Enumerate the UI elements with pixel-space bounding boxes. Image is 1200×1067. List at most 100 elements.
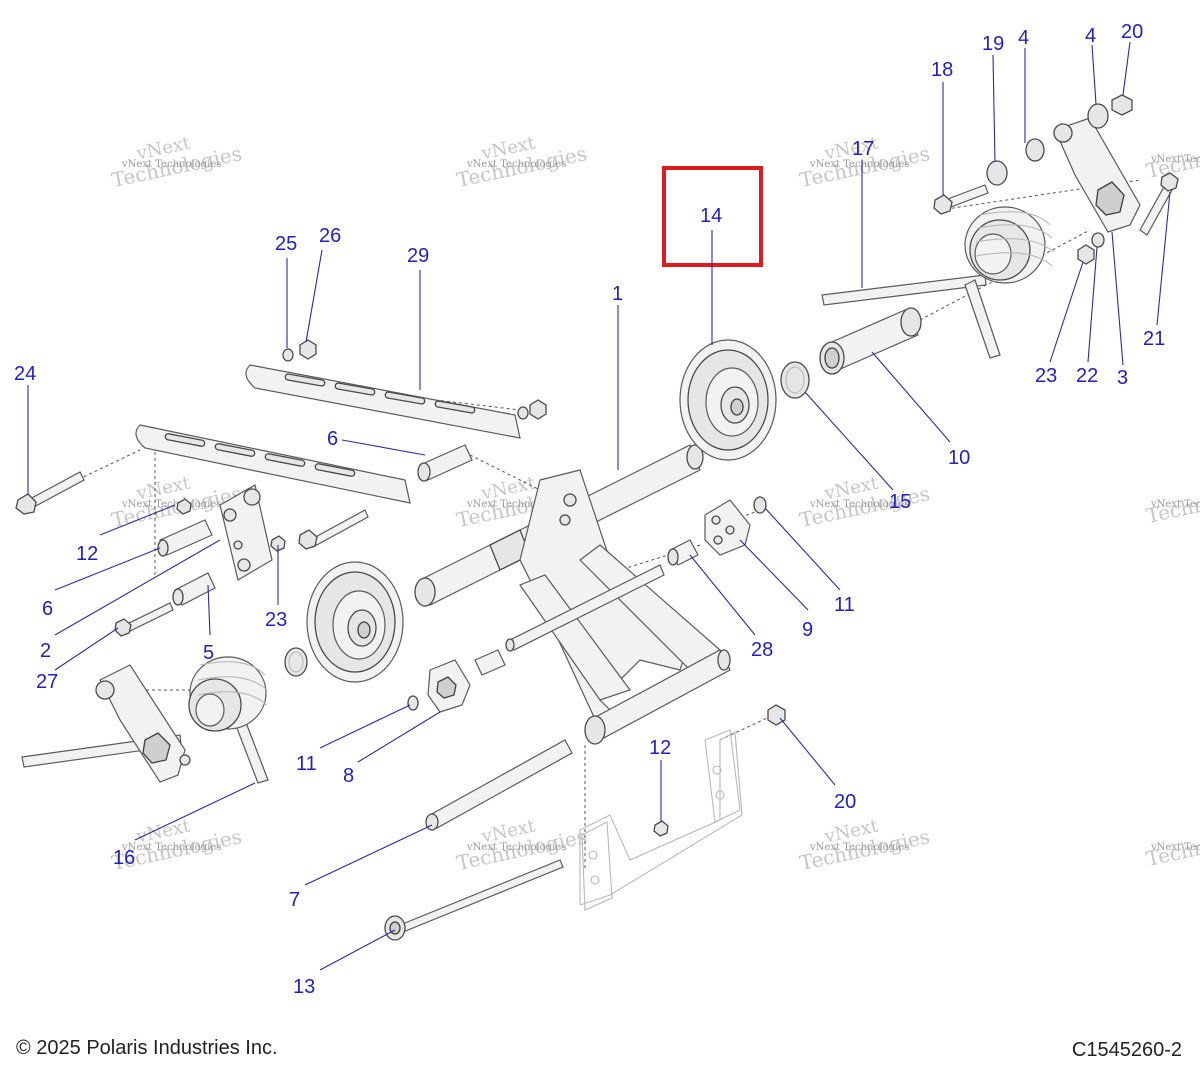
small-bolt xyxy=(653,820,669,837)
chassis-bracket-ghost xyxy=(579,729,743,911)
callout-12[interactable]: 12 xyxy=(649,737,671,759)
svg-text:vNext Technologies: vNext Technologies xyxy=(466,159,566,170)
spacer-upper xyxy=(417,444,473,482)
bushing xyxy=(1025,138,1045,162)
callout-5[interactable]: 5 xyxy=(203,642,214,664)
watermark: Technologies vNext Technologies xyxy=(1144,820,1200,871)
callout-6[interactable]: 6 xyxy=(42,598,53,620)
callout-12[interactable]: 12 xyxy=(76,543,98,565)
svg-text:vNext Technologies: vNext Technologies xyxy=(809,499,909,510)
bushing xyxy=(474,649,506,676)
washer xyxy=(282,348,294,362)
nut xyxy=(1111,94,1133,116)
control-arm-right xyxy=(1053,117,1141,233)
callout-15[interactable]: 15 xyxy=(889,491,911,513)
bolt-right xyxy=(1139,172,1179,236)
svg-text:vNext Technologies: vNext Technologies xyxy=(809,159,909,170)
idler-wheel-right xyxy=(679,339,777,461)
svg-text:vNext Technologies: vNext Technologies xyxy=(466,842,566,853)
parts xyxy=(15,94,1179,941)
long-bolt xyxy=(15,471,85,515)
callout-18[interactable]: 18 xyxy=(931,59,953,81)
long-bolt-bottom xyxy=(384,859,564,941)
swing-arm xyxy=(519,469,721,731)
callout-4[interactable]: 4 xyxy=(1085,25,1096,47)
svg-text:vNext Technologies: vNext Technologies xyxy=(121,842,221,853)
drawing-number: C1545260-2 xyxy=(1071,1039,1182,1061)
callout-17[interactable]: 17 xyxy=(852,138,874,160)
callout-23[interactable]: 23 xyxy=(265,609,287,631)
callout-4[interactable]: 4 xyxy=(1018,27,1029,49)
callout-9[interactable]: 9 xyxy=(802,619,813,641)
callout-25[interactable]: 25 xyxy=(275,233,297,255)
sleeve xyxy=(819,307,922,375)
svg-text:vNext Technologies: vNext Technologies xyxy=(1150,499,1200,510)
callout-labels: 1 2 3 4 4 5 6 6 7 8 9 10 11 11 12 12 13 … xyxy=(14,21,1165,998)
bolt-head xyxy=(298,529,318,550)
bushing xyxy=(667,539,699,566)
link-left xyxy=(219,484,273,581)
watermark: Technologies vNext vNext Technologies xyxy=(797,472,931,532)
bolt xyxy=(933,184,989,215)
callout-26[interactable]: 26 xyxy=(319,225,341,247)
callout-13[interactable]: 13 xyxy=(293,976,315,998)
watermark: Technologies vNext vNext Technologies xyxy=(797,815,931,875)
nut xyxy=(299,339,317,360)
callout-29[interactable]: 29 xyxy=(407,245,429,267)
washer xyxy=(407,695,419,711)
bracket-block-left xyxy=(427,659,471,713)
washer xyxy=(1091,232,1105,248)
link-plate-lower xyxy=(135,424,411,504)
callout-6[interactable]: 6 xyxy=(327,428,338,450)
idler-wheel-left xyxy=(306,561,404,683)
bolt xyxy=(124,602,174,633)
washer xyxy=(753,496,767,514)
link-plate-upper xyxy=(245,364,521,439)
callout-3[interactable]: 3 xyxy=(1117,367,1128,389)
watermark: Technologies vNext vNext Technologies xyxy=(109,132,243,192)
callout-20[interactable]: 20 xyxy=(1121,21,1143,43)
callout-7[interactable]: 7 xyxy=(289,889,300,911)
callout-19[interactable]: 19 xyxy=(982,33,1004,55)
callout-24[interactable]: 24 xyxy=(14,363,36,385)
callout-16[interactable]: 16 xyxy=(113,847,135,869)
washer xyxy=(517,406,529,420)
callout-1[interactable]: 1 xyxy=(612,283,623,305)
leader-lines xyxy=(27,41,1171,971)
nut xyxy=(1077,244,1095,265)
watermark: Technologies vNext vNext Technologies xyxy=(454,815,588,875)
svg-text:vNext Technologies: vNext Technologies xyxy=(121,499,221,510)
svg-text:vNext Technologies: vNext Technologies xyxy=(1150,154,1200,165)
control-arm-left xyxy=(95,664,191,783)
copyright-notice: © 2025 Polaris Industries Inc. xyxy=(16,1037,278,1059)
torsion-spring-left xyxy=(21,656,269,784)
nut xyxy=(767,704,786,726)
callout-28[interactable]: 28 xyxy=(751,639,773,661)
callout-21[interactable]: 21 xyxy=(1143,328,1165,350)
nut xyxy=(529,399,547,420)
cross-tube xyxy=(584,649,731,745)
svg-text:vNext Technologies: vNext Technologies xyxy=(809,842,909,853)
callout-20[interactable]: 20 xyxy=(834,791,856,813)
torsion-spring-right xyxy=(821,206,1055,359)
callout-2[interactable]: 2 xyxy=(40,640,51,662)
watermark: Technologies vNext Technologies xyxy=(1144,477,1200,528)
callout-27[interactable]: 27 xyxy=(36,671,58,693)
spacer xyxy=(986,160,1008,186)
callout-11[interactable]: 11 xyxy=(296,753,317,775)
svg-text:vNext Technologies: vNext Technologies xyxy=(466,499,566,510)
callout-11[interactable]: 11 xyxy=(834,594,855,616)
callout-14[interactable]: 14 xyxy=(700,205,722,227)
bolt xyxy=(309,509,369,548)
svg-text:vNext Technologies: vNext Technologies xyxy=(1150,842,1200,853)
callout-8[interactable]: 8 xyxy=(343,765,354,787)
callout-22[interactable]: 22 xyxy=(1076,365,1098,387)
bolt-head xyxy=(114,618,132,637)
bushing xyxy=(1087,103,1109,129)
callout-23[interactable]: 23 xyxy=(1035,365,1057,387)
svg-text:vNext Technologies: vNext Technologies xyxy=(121,159,221,170)
callout-10[interactable]: 10 xyxy=(948,447,970,469)
shaft xyxy=(425,739,573,831)
small-bolt xyxy=(176,498,192,515)
